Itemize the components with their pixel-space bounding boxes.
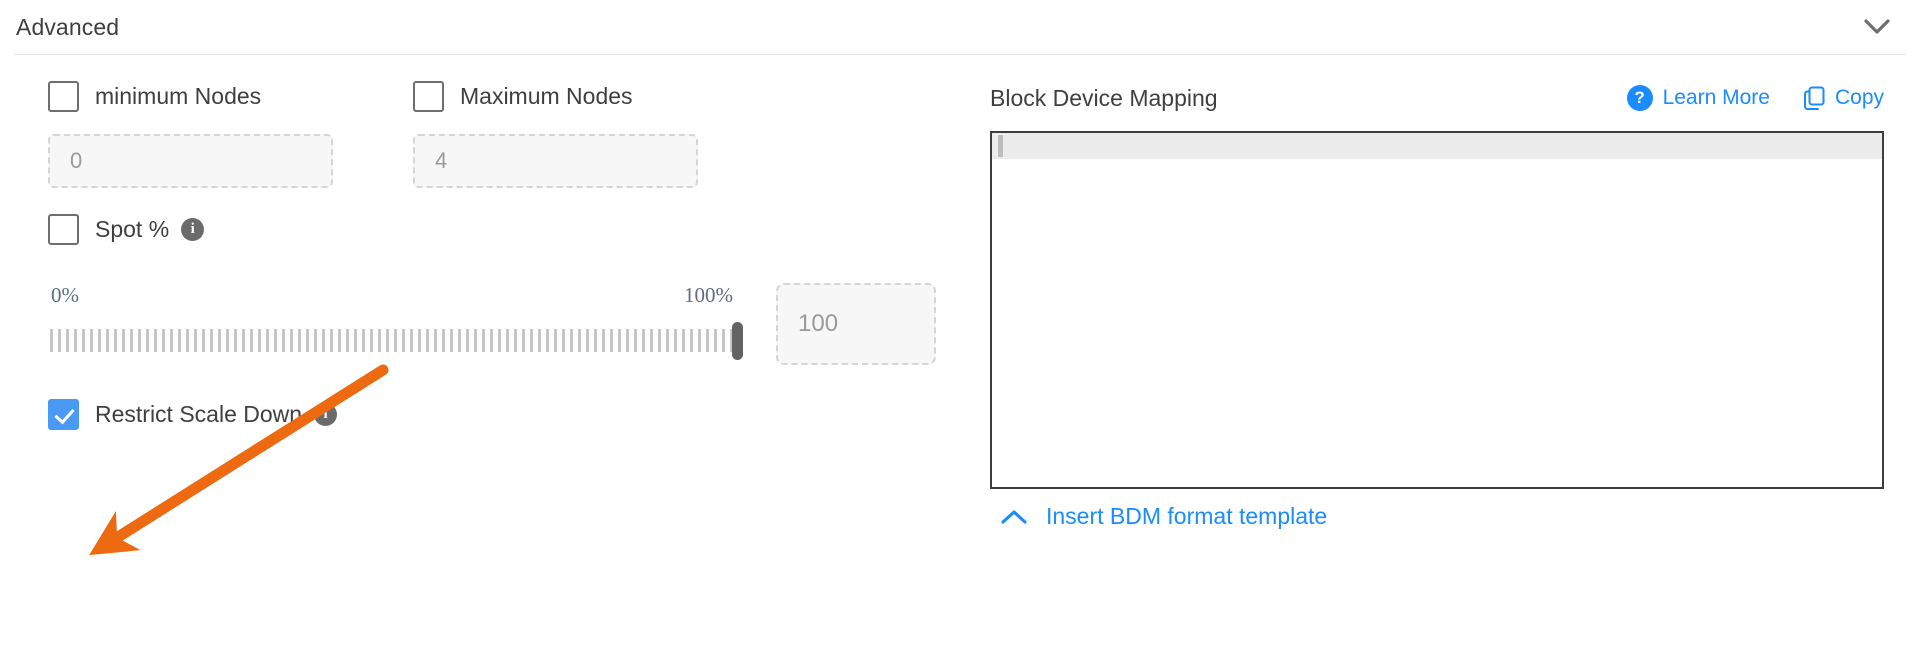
maximum-nodes-checkbox[interactable]	[413, 81, 444, 112]
minimum-nodes-group: minimum Nodes	[48, 81, 413, 112]
insert-bdm-template-label[interactable]: Insert BDM format template	[1046, 503, 1328, 529]
advanced-section-body: minimum Nodes Maximum Nodes 0 4 Spot % i	[0, 55, 1920, 530]
spot-percent-row: Spot % i	[48, 214, 990, 245]
minimum-nodes-input[interactable]: 0	[48, 134, 333, 188]
page-title: Advanced	[16, 13, 120, 40]
maximum-nodes-input[interactable]: 4	[413, 134, 698, 188]
slider-tick-marks	[50, 329, 740, 352]
minimum-nodes-label: minimum Nodes	[95, 83, 262, 109]
copy-action[interactable]: Copy	[1803, 86, 1884, 110]
editor-caret	[998, 135, 1003, 157]
block-device-mapping-column: Block Device Mapping ? Learn More Copy	[990, 81, 1920, 530]
copy-icon[interactable]	[1803, 86, 1826, 110]
copy-icon-glyph	[1803, 86, 1825, 110]
insert-bdm-template-action[interactable]: Insert BDM format template	[990, 503, 1884, 530]
minimum-nodes-checkbox[interactable]	[48, 81, 79, 112]
chevron-down-icon[interactable]	[1860, 10, 1894, 44]
spot-percent-info-icon[interactable]: i	[181, 218, 205, 241]
maximum-nodes-input-wrap: 4	[413, 134, 778, 188]
minimum-nodes-input-wrap: 0	[48, 134, 413, 188]
block-device-mapping-header: Block Device Mapping ? Learn More Copy	[990, 81, 1884, 115]
maximum-nodes-label: Maximum Nodes	[460, 83, 633, 109]
advanced-section-header: Advanced	[0, 0, 1920, 54]
slider-track[interactable]	[48, 322, 748, 360]
node-count-inputs-row: 0 4	[48, 134, 990, 188]
block-device-mapping-editor[interactable]	[990, 131, 1884, 489]
maximum-nodes-row: Maximum Nodes	[413, 81, 778, 112]
minimum-nodes-row: minimum Nodes	[48, 81, 413, 112]
restrict-scale-down-checkbox[interactable]	[48, 399, 79, 430]
learn-more-link[interactable]: Learn More	[1662, 86, 1770, 109]
scaling-options-column: minimum Nodes Maximum Nodes 0 4 Spot % i	[0, 81, 990, 530]
slider-handle[interactable]	[732, 322, 743, 360]
spot-percent-checkbox[interactable]	[48, 214, 79, 245]
restrict-scale-down-info-icon[interactable]: i	[314, 403, 338, 426]
slider-min-label: 0%	[51, 283, 79, 307]
maximum-nodes-group: Maximum Nodes	[413, 81, 778, 112]
spot-percent-value-input[interactable]: 100	[776, 283, 936, 365]
chevron-up-icon[interactable]	[1000, 509, 1028, 525]
editor-active-line	[992, 133, 1882, 159]
restrict-scale-down-row: Restrict Scale Down i	[48, 399, 990, 430]
copy-label[interactable]: Copy	[1834, 86, 1884, 109]
block-device-mapping-title: Block Device Mapping	[990, 84, 1218, 111]
slider-scale-labels: 0% 100%	[51, 283, 733, 308]
question-mark-icon[interactable]: ?	[1626, 85, 1653, 111]
slider-max-label: 100%	[684, 283, 733, 307]
chevron-down-glyph	[1864, 19, 1890, 34]
chevron-up-glyph	[1001, 509, 1027, 524]
block-device-mapping-actions: ? Learn More Copy	[1626, 85, 1884, 111]
spot-percent-slider-area: 0% 100%	[48, 283, 748, 360]
spot-percent-label: Spot %	[95, 216, 170, 242]
restrict-scale-down-label: Restrict Scale Down	[95, 401, 303, 427]
spot-percent-slider-block: 0% 100% 100	[48, 283, 990, 365]
header-divider	[14, 54, 1906, 55]
